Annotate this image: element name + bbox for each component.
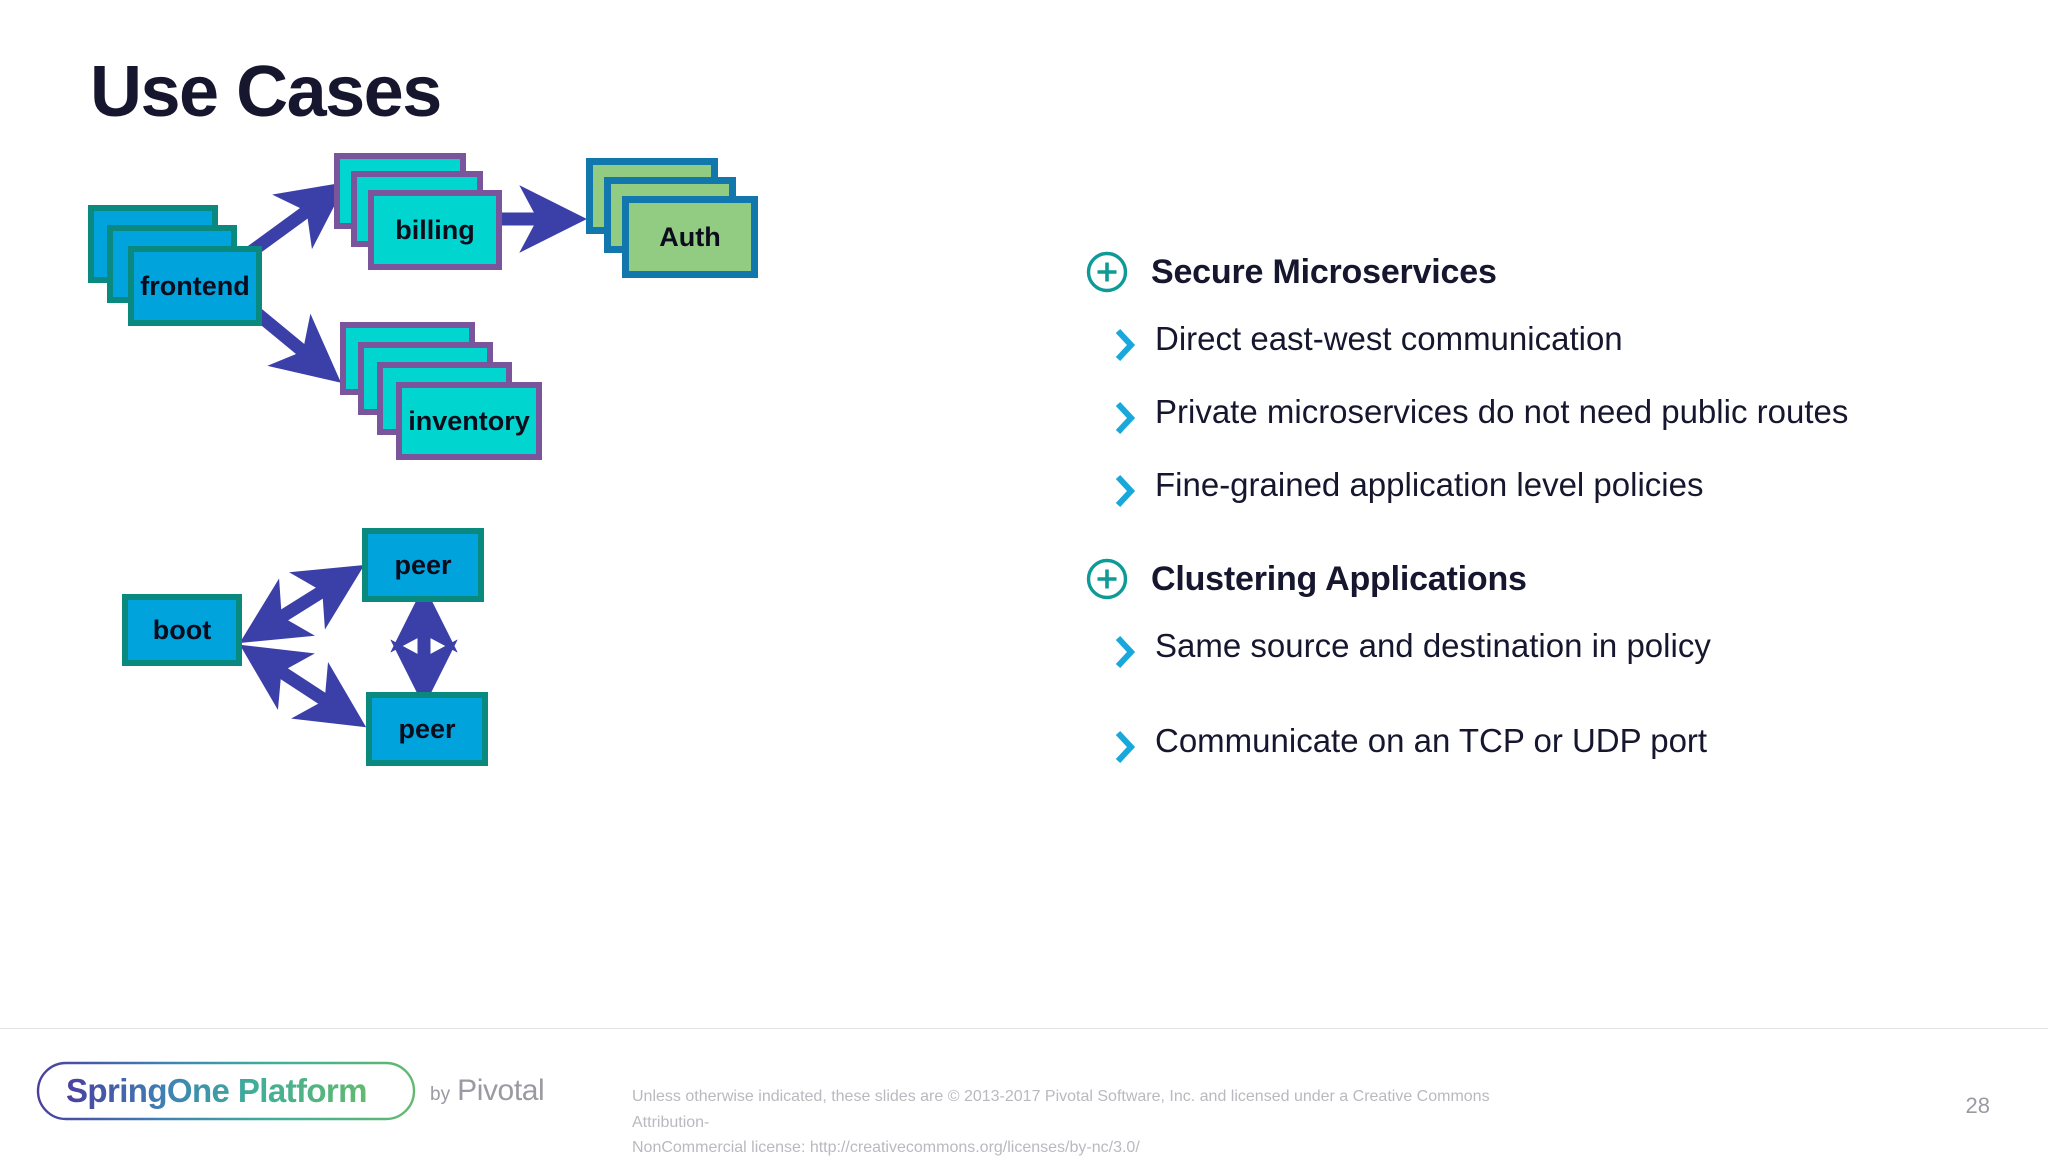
section-title: Clustering Applications [1151, 559, 1527, 598]
node-stack-frontend[interactable]: frontend [88, 205, 263, 326]
copyright-line-2: NonCommercial license: http://creativeco… [632, 1139, 1140, 1157]
section-clustering-applications: Clustering Applications Same source and … [1085, 557, 2005, 765]
chevron-right-icon [1115, 328, 1136, 362]
bullet-text: Same source and destination in policy [1155, 627, 1711, 664]
node-label-peer-top: peer [394, 549, 452, 580]
circled-plus-icon [1086, 251, 1128, 293]
list-item: Same source and destination in policy [1085, 627, 2005, 670]
bullet-text: Direct east-west communication [1155, 320, 1623, 357]
bullet-list: Direct east-west communication Private m… [1085, 320, 2005, 509]
content-column: Secure Microservices Direct east-west co… [1085, 250, 2005, 817]
page-number: 28 [1965, 1093, 1990, 1118]
bullet-text: Fine-grained application level policies [1155, 466, 1704, 503]
chevron-right-icon [1115, 474, 1136, 508]
node-card-auth-1[interactable]: Auth [622, 196, 758, 278]
bullet-text: Private microservices do not need public… [1155, 393, 1849, 430]
diagram-canvas: frontend billing inventory Auth boot pee… [0, 130, 1060, 1020]
list-item: Private microservices do not need public… [1085, 393, 2005, 436]
arrow-boot-peer-bottom [239, 644, 367, 728]
list-item: Communicate on an TCP or UDP port [1085, 722, 2005, 765]
node-label-peer-bottom: peer [398, 713, 456, 744]
node-label-frontend: frontend [140, 270, 250, 301]
node-peer-bottom[interactable]: peer [366, 692, 488, 766]
node-label-boot: boot [152, 614, 212, 645]
node-stack-inventory[interactable]: inventory [340, 322, 570, 462]
by-label: by [430, 1084, 451, 1105]
section-title: Secure Microservices [1151, 252, 1497, 291]
node-card-inventory-1[interactable]: inventory [396, 382, 542, 460]
list-item: Fine-grained application level policies [1085, 466, 2005, 509]
section-header: Secure Microservices [1085, 250, 2005, 294]
copyright-notice: Unless otherwise indicated, these slides… [632, 1084, 1492, 1161]
arrow-boot-peer-top [239, 565, 365, 643]
slide-footer: SpringOne Platform by Pivotal Unless oth… [0, 1029, 2048, 1156]
node-stack-billing[interactable]: billing [334, 153, 534, 273]
springone-platform-logo: SpringOne Platform [36, 1061, 416, 1121]
node-peer-top[interactable]: peer [362, 528, 484, 602]
node-label-billing: billing [395, 214, 475, 245]
by-pivotal-label: by Pivotal [430, 1074, 545, 1108]
svg-text:SpringOne Platform: SpringOne Platform [66, 1072, 367, 1109]
footer-divider [0, 1028, 2048, 1029]
node-card-frontend-1[interactable]: frontend [128, 246, 262, 326]
node-boot[interactable]: boot [122, 594, 242, 666]
node-stack-auth[interactable]: Auth [586, 158, 786, 278]
section-secure-microservices: Secure Microservices Direct east-west co… [1085, 250, 2005, 509]
circled-plus-icon [1086, 558, 1128, 600]
chevron-right-icon [1115, 635, 1136, 669]
arrow-frontend-to-billing [244, 182, 347, 260]
page-title: Use Cases [90, 52, 442, 132]
copyright-line-1: Unless otherwise indicated, these slides… [632, 1088, 1490, 1131]
list-item: Direct east-west communication [1085, 320, 2005, 363]
chevron-right-icon [1115, 730, 1136, 764]
bullet-text: Communicate on an TCP or UDP port [1155, 722, 1708, 759]
section-header: Clustering Applications [1085, 557, 2005, 601]
node-label-auth: Auth [659, 221, 721, 252]
bullet-list: Same source and destination in policy Co… [1085, 627, 2005, 765]
node-label-inventory: inventory [408, 405, 530, 436]
chevron-right-icon [1115, 401, 1136, 435]
footer-logo: SpringOne Platform by Pivotal [36, 1061, 545, 1121]
pivotal-wordmark: Pivotal [457, 1074, 545, 1107]
node-card-billing-1[interactable]: billing [368, 190, 502, 270]
